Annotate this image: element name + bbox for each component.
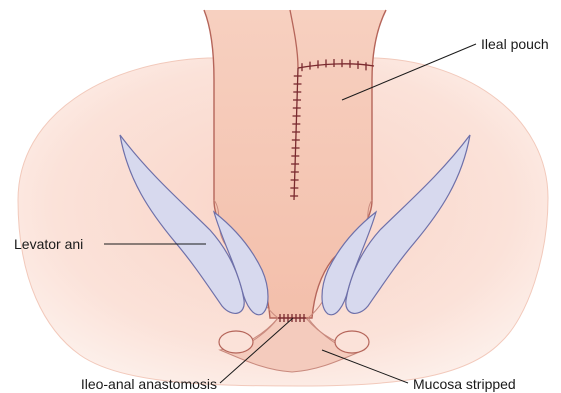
sphincter-left (219, 331, 253, 353)
sphincter-right (335, 331, 369, 353)
label-levator-ani: Levator ani (14, 236, 83, 252)
label-ileo-anal-anastomosis: Ileo-anal anastomosis (81, 376, 217, 392)
label-mucosa-stripped: Mucosa stripped (413, 376, 516, 392)
label-ileal-pouch: Ileal pouch (481, 36, 549, 52)
